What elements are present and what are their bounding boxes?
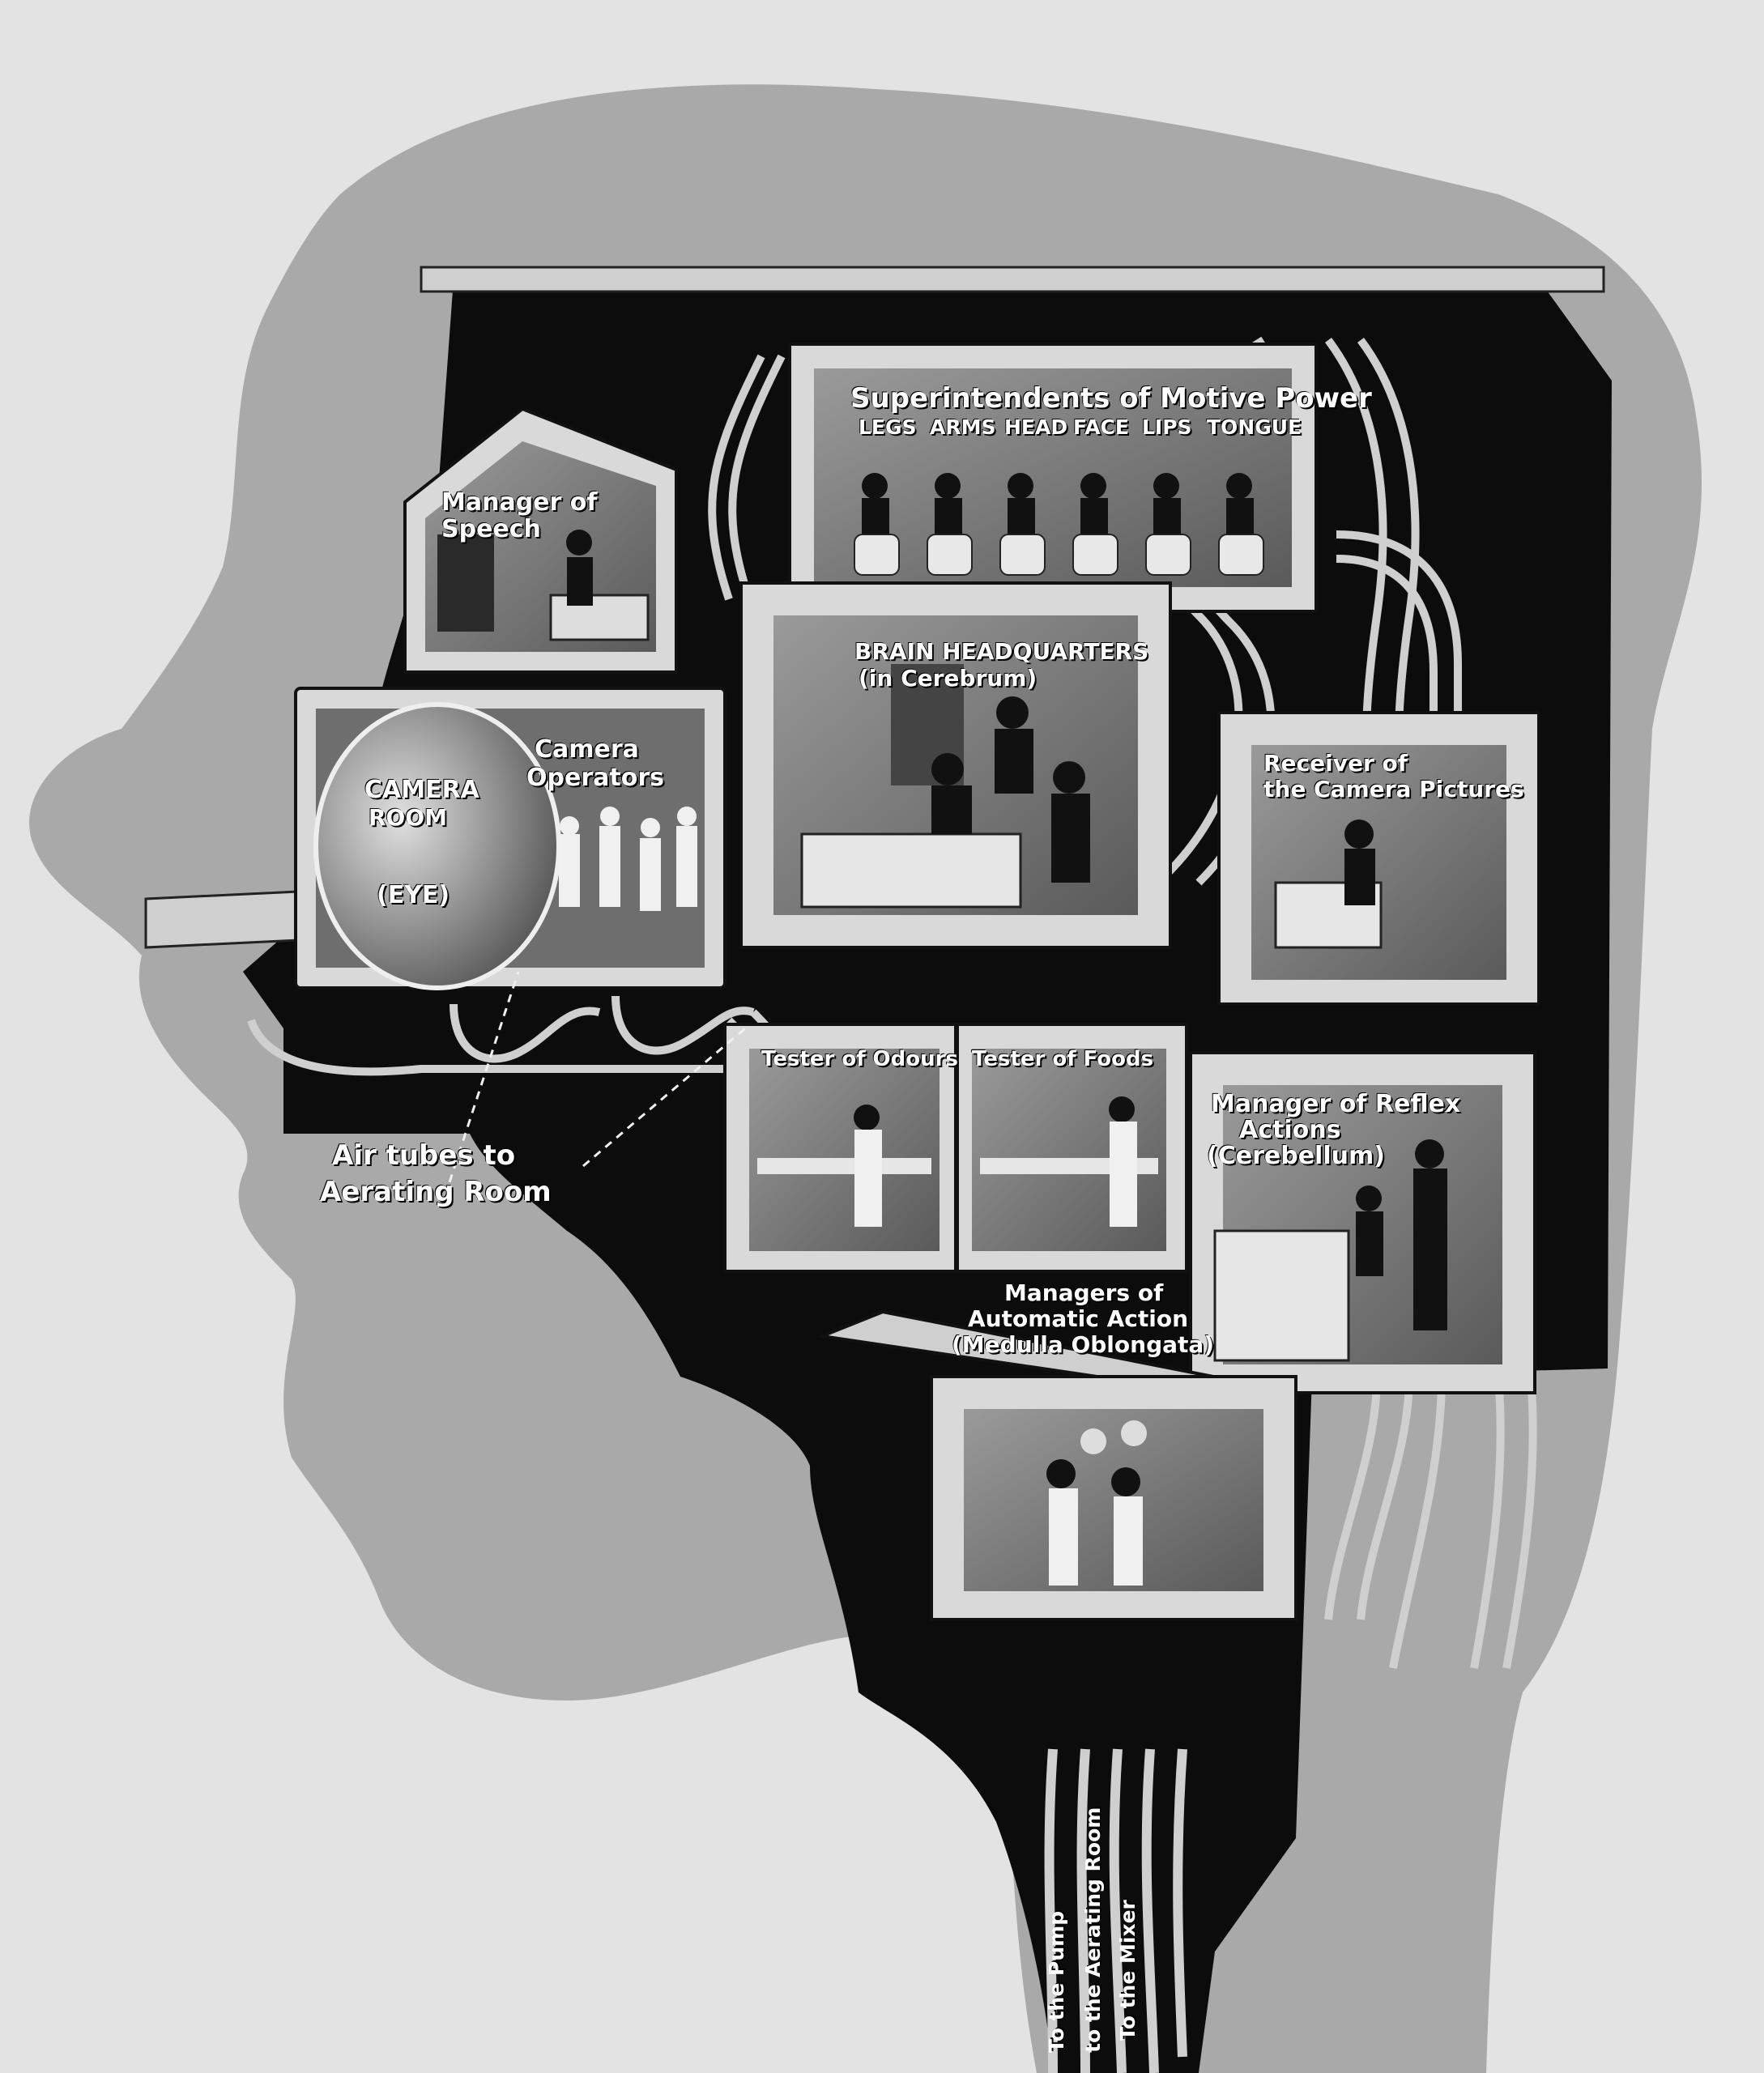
air-tubes-label-2: Aerating Room xyxy=(320,1176,552,1208)
motive-power-title: Superintendents of Motive Power xyxy=(850,382,1372,415)
speech-room xyxy=(403,407,678,674)
hq-label-2: (in Cerebrum) xyxy=(859,665,1038,692)
motive-sub-lips: LIPS xyxy=(1142,415,1192,439)
camera-ops-label-2: Operators xyxy=(526,764,664,792)
automatic-room xyxy=(816,1309,1297,1621)
camera-room xyxy=(294,687,726,990)
odours-label: Tester of Odours xyxy=(761,1047,958,1071)
neck-label-mixer: To the Mixer xyxy=(1116,1900,1140,2041)
motive-sub-tongue: TONGUE xyxy=(1207,415,1302,439)
tester-rooms xyxy=(723,1023,1188,1273)
reflex-label-3: (Cerebellum) xyxy=(1207,1142,1385,1170)
headquarters-room xyxy=(739,581,1172,949)
automatic-label-3: (Medulla Oblongata) xyxy=(952,1331,1215,1358)
reflex-label-1: Manager of Reflex xyxy=(1211,1090,1461,1118)
eye-label: (EYE) xyxy=(377,881,450,909)
receiver-label-1: Receiver of xyxy=(1263,750,1408,777)
nerve-cables xyxy=(247,336,1537,1669)
automatic-label-2: Automatic Action xyxy=(968,1305,1189,1332)
hq-label-1: BRAIN HEADQUARTERS xyxy=(854,638,1149,665)
motive-sub-arms: ARMS xyxy=(930,415,996,439)
automatic-label-1: Managers of xyxy=(1004,1279,1164,1306)
reflex-room xyxy=(1189,1051,1536,1394)
speech-label-2: Speech xyxy=(441,515,541,543)
neck-label-aerating: to the Aerating Room xyxy=(1081,1807,1105,2053)
camera-ops-label-1: Camera xyxy=(535,735,639,764)
reflex-label-2: Actions xyxy=(1239,1116,1341,1144)
neck-cables xyxy=(1044,1748,1187,2073)
motive-sub-legs: LEGS xyxy=(859,415,917,439)
air-tubes-label-1: Air tubes to xyxy=(332,1139,516,1172)
motive-sub-head: HEAD xyxy=(1004,415,1068,439)
speech-label-1: Manager of xyxy=(441,488,598,517)
foods-label: Tester of Foods xyxy=(972,1047,1154,1071)
motive-power-room xyxy=(788,343,1318,613)
camera-room-label-2: ROOM xyxy=(369,804,448,831)
camera-room-label-1: CAMERA xyxy=(364,776,479,804)
receiver-label-2: the Camera Pictures xyxy=(1263,776,1524,802)
receiver-room xyxy=(1217,711,1540,1006)
motive-sub-face: FACE xyxy=(1073,415,1129,439)
neck-label-pump: To the Pump xyxy=(1045,1910,1068,2053)
